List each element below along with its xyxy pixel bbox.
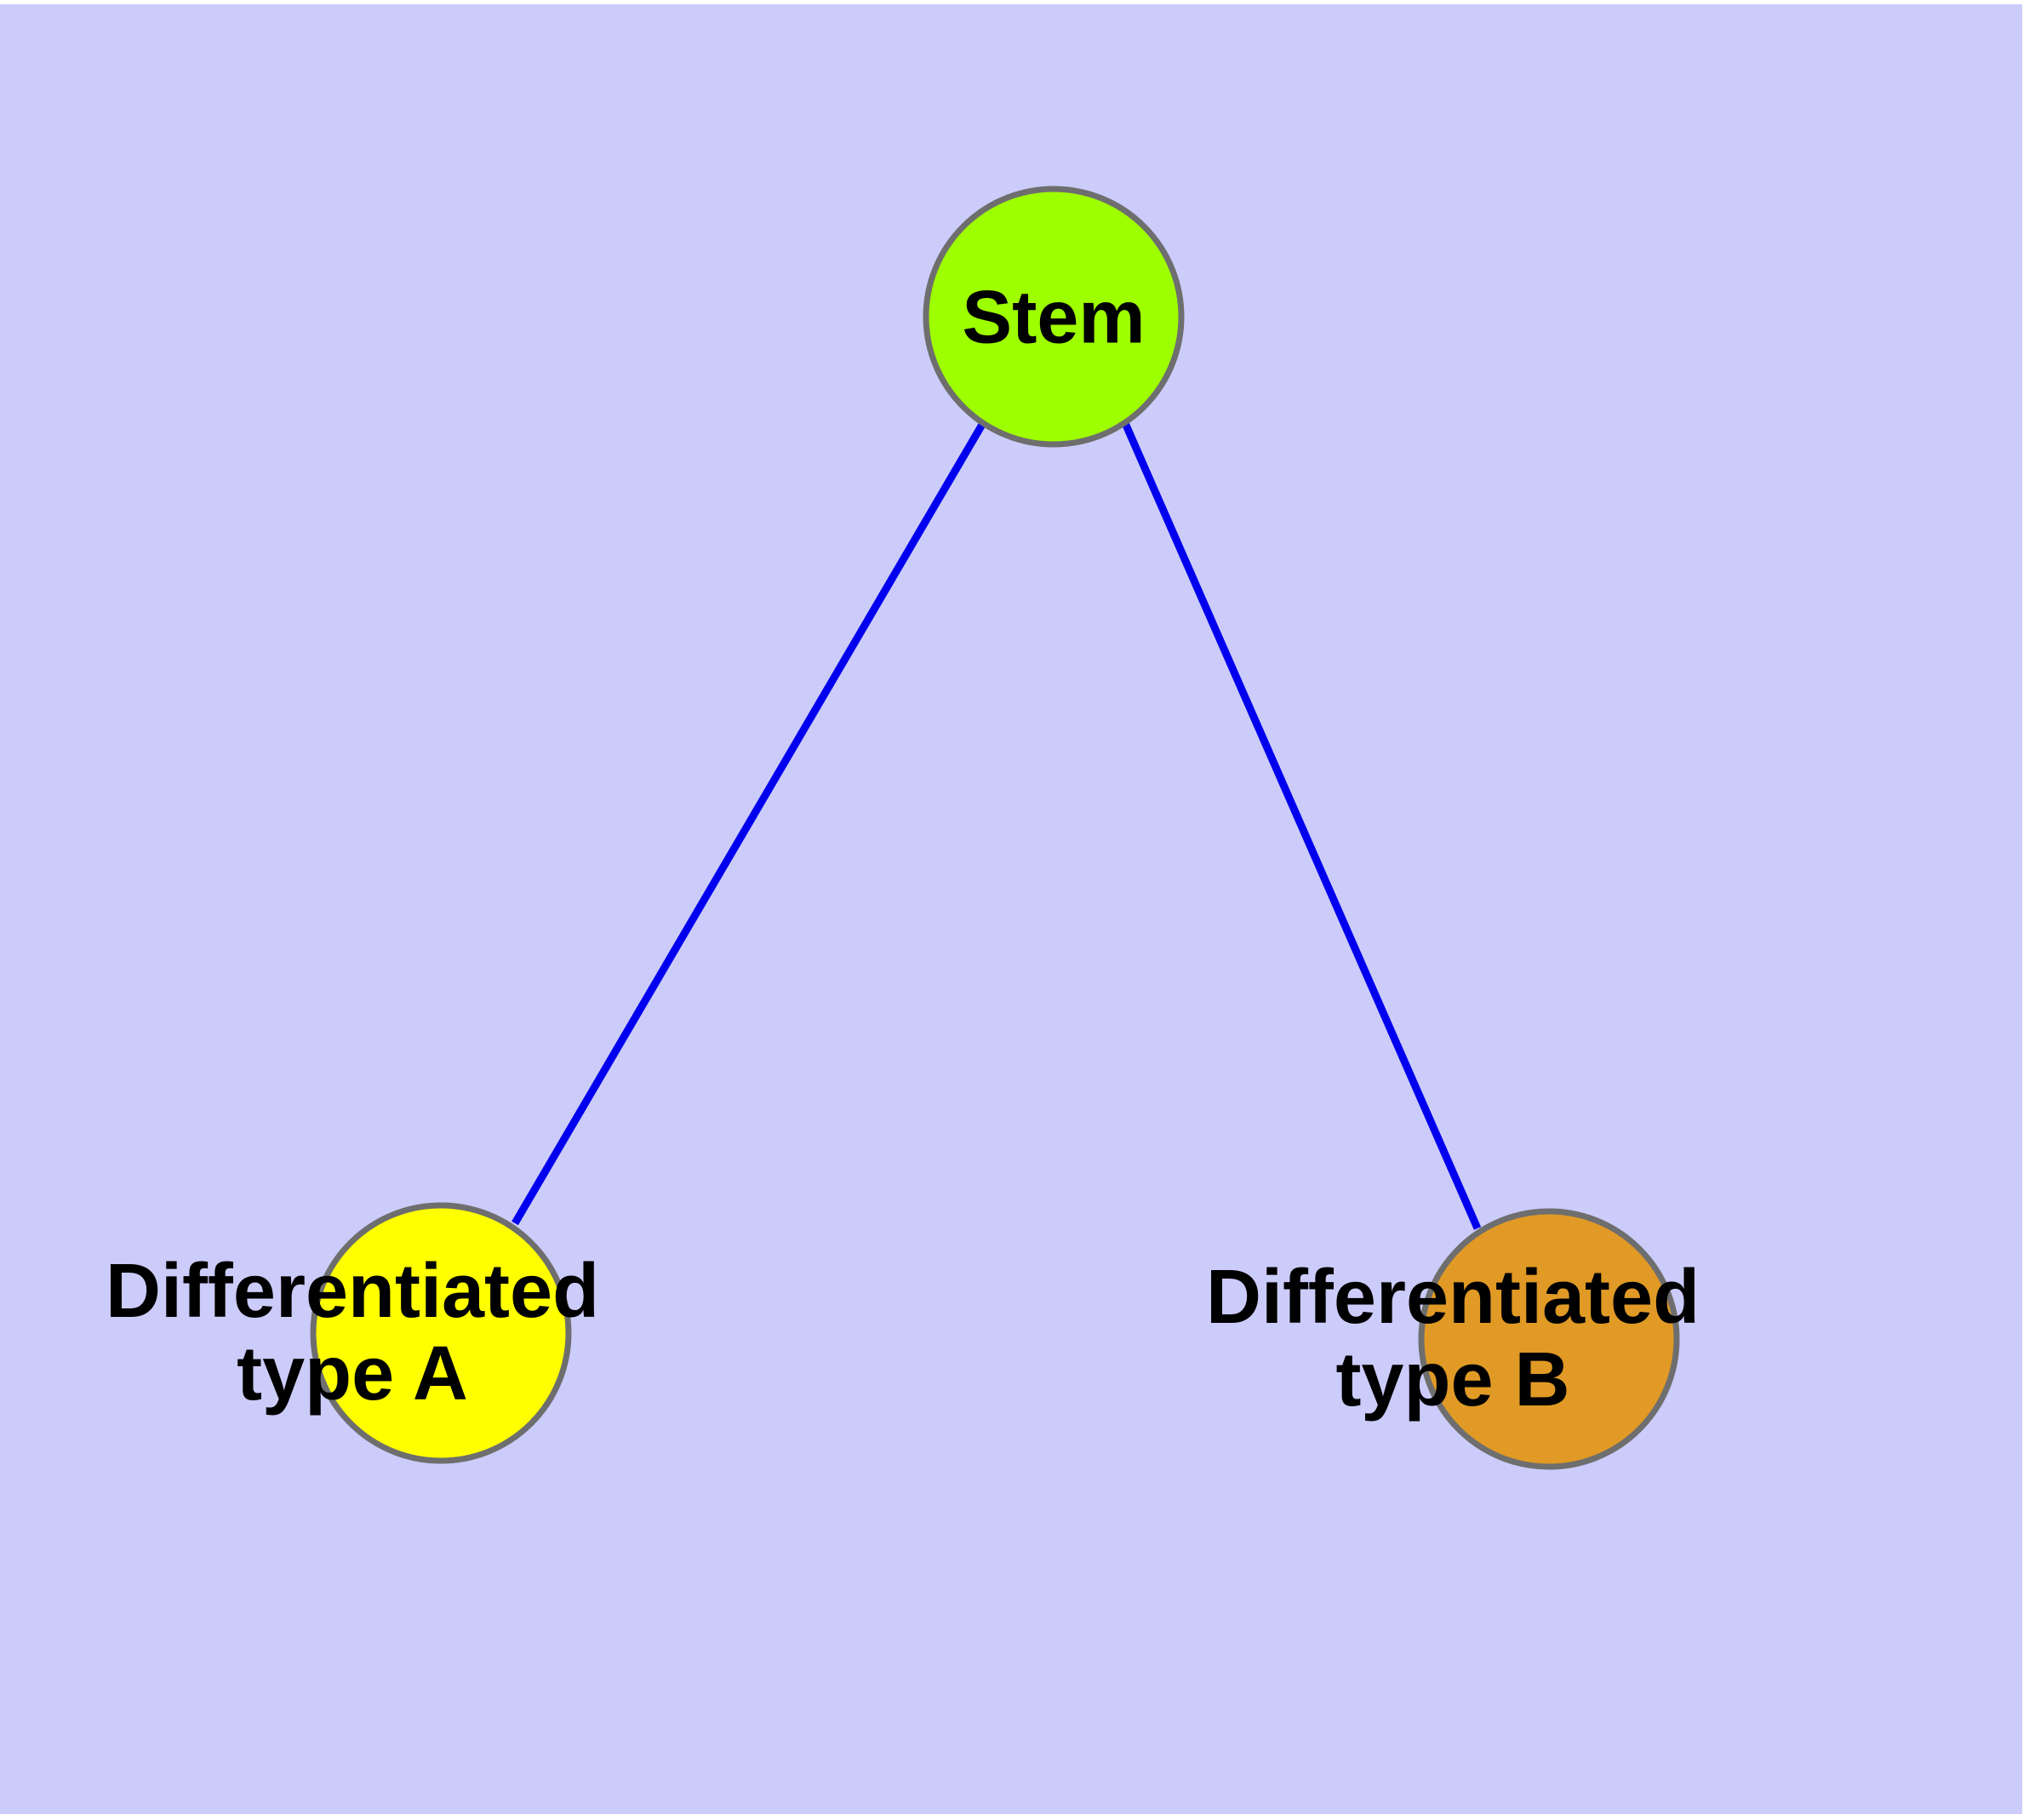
edge-layer [512,421,1482,1230]
node-layer [310,186,1680,1470]
edge-stem-to-diff-b [1121,421,1482,1230]
node-stem[interactable] [923,186,1185,448]
node-differentiated-type-a[interactable] [310,1202,572,1464]
node-differentiated-type-b[interactable] [1418,1208,1680,1470]
edge-stem-to-diff-a [512,421,986,1226]
